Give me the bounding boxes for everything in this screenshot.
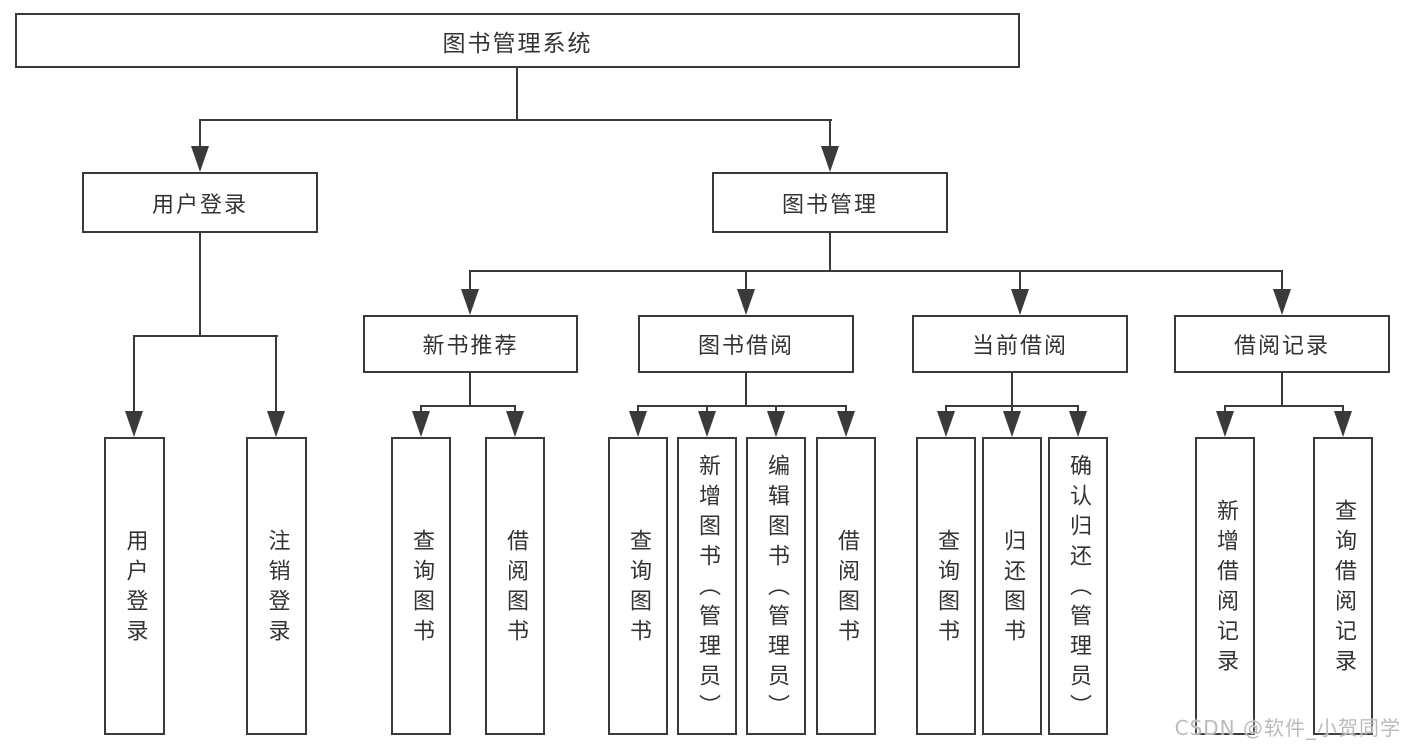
connector-line	[637, 405, 639, 415]
node-user-login: 用户登录	[82, 172, 318, 233]
arrowhead-icon	[767, 411, 785, 437]
arrowhead-icon	[698, 411, 716, 437]
arrowhead-icon	[191, 146, 209, 172]
connector-line	[829, 119, 831, 150]
leaf-bb-borrow-book: 借阅图书	[816, 437, 876, 735]
arrowhead-icon	[1334, 411, 1352, 437]
connector-line	[420, 405, 516, 407]
node-root: 图书管理系统	[15, 13, 1020, 68]
connector-line	[1011, 371, 1013, 407]
connector-line	[1077, 405, 1079, 415]
connector-line	[1281, 371, 1283, 407]
connector-line	[199, 119, 201, 150]
arrowhead-icon	[506, 411, 524, 437]
leaf-cb-return-book: 归还图书	[982, 437, 1042, 735]
arrowhead-icon	[1003, 411, 1021, 437]
connector-line	[469, 270, 471, 291]
connector-line	[745, 371, 747, 407]
connector-line	[275, 335, 277, 413]
arrowhead-icon	[837, 411, 855, 437]
leaf-nbr-query-book: 查询图书	[391, 437, 451, 735]
leaf-bb-query-book: 查询图书	[608, 437, 668, 735]
leaf-nbr-borrow-book: 借阅图书	[485, 437, 545, 735]
connector-line	[1224, 405, 1226, 415]
leaf-bb-add-book-admin: 新增图书（管理员）	[677, 437, 737, 735]
connector-line	[745, 270, 747, 291]
connector-line	[420, 405, 422, 415]
arrowhead-icon	[821, 146, 839, 172]
connector-line	[945, 405, 947, 415]
connector-line	[469, 270, 1283, 272]
connector-line	[1224, 405, 1344, 407]
arrowhead-icon	[1273, 289, 1291, 315]
node-book-borrow: 图书借阅	[638, 315, 854, 373]
connector-line	[706, 405, 708, 415]
connector-line	[514, 405, 516, 415]
connector-line	[1011, 405, 1013, 415]
csdn-watermark: CSDN @软件_小贺同学	[1174, 716, 1401, 740]
leaf-cb-confirm-return-admin: 确认归还（管理员）	[1048, 437, 1108, 735]
leaf-user-login: 用户登录	[104, 437, 165, 735]
connector-line	[133, 335, 278, 337]
connector-line	[199, 231, 201, 337]
connector-line	[469, 371, 471, 407]
connector-line	[775, 405, 777, 415]
arrowhead-icon	[737, 289, 755, 315]
arrowhead-icon	[267, 411, 285, 437]
connector-line	[637, 405, 847, 407]
node-book-mgmt: 图书管理	[712, 172, 948, 233]
arrowhead-icon	[412, 411, 430, 437]
arrowhead-icon	[125, 411, 143, 437]
leaf-br-add-record: 新增借阅记录	[1195, 437, 1255, 735]
arrowhead-icon	[1069, 411, 1087, 437]
arrowhead-icon	[629, 411, 647, 437]
connector-line	[829, 231, 831, 272]
arrowhead-icon	[937, 411, 955, 437]
connector-line	[845, 405, 847, 415]
arrowhead-icon	[461, 289, 479, 315]
connector-line	[1019, 270, 1021, 291]
leaf-br-query-record: 查询借阅记录	[1313, 437, 1373, 735]
connector-line	[1342, 405, 1344, 415]
connector-line	[133, 335, 135, 413]
node-borrow-record: 借阅记录	[1174, 315, 1390, 373]
leaf-cb-query-book: 查询图书	[916, 437, 976, 735]
connector-line	[1281, 270, 1283, 291]
leaf-bb-edit-book-admin: 编辑图书（管理员）	[746, 437, 806, 735]
leaf-logout: 注销登录	[246, 437, 307, 735]
connector-line	[516, 66, 518, 121]
arrowhead-icon	[1011, 289, 1029, 315]
node-new-book-rec: 新书推荐	[363, 315, 578, 373]
connector-line	[199, 119, 832, 121]
arrowhead-icon	[1216, 411, 1234, 437]
node-current-borrow: 当前借阅	[912, 315, 1128, 373]
